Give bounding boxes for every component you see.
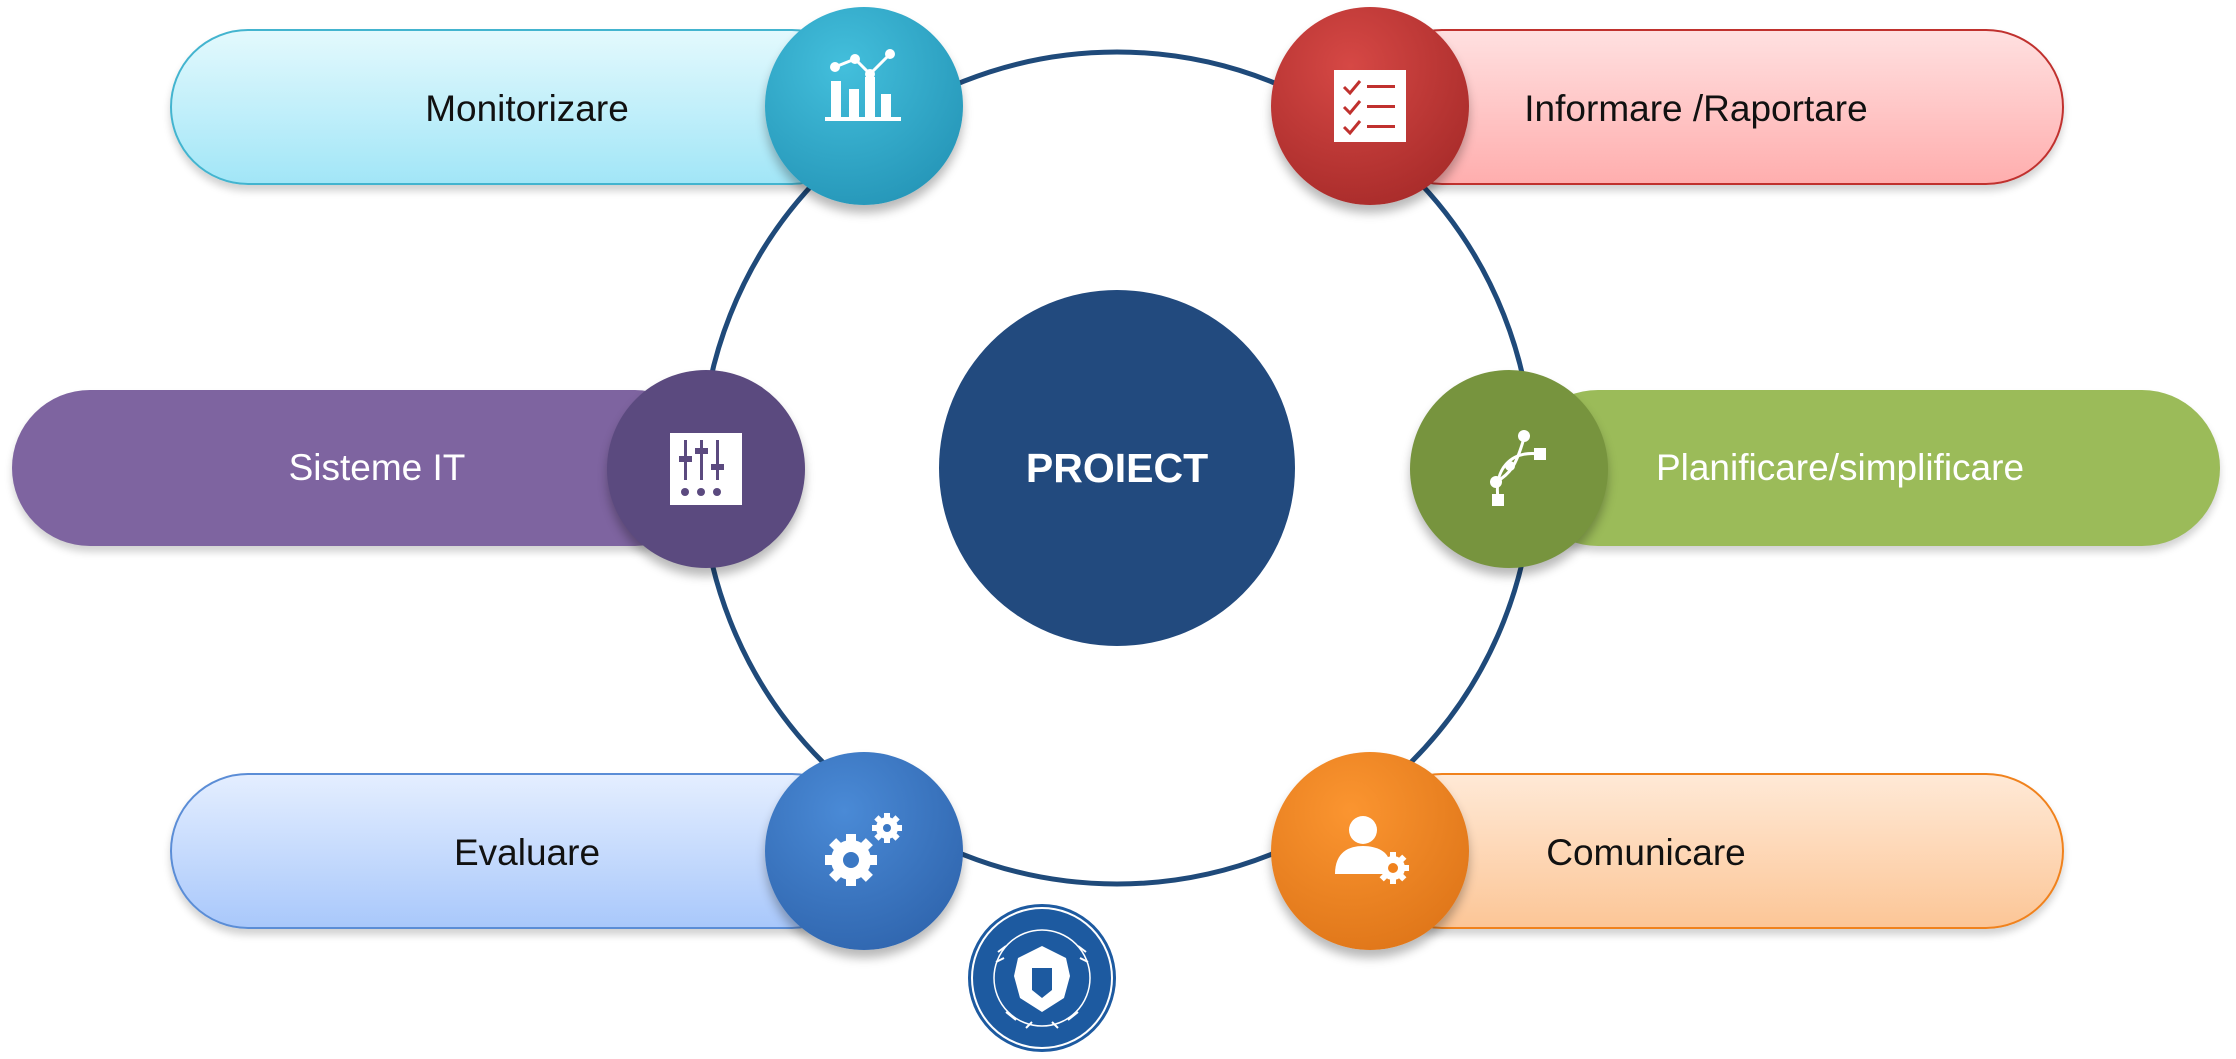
checklist-icon <box>1334 70 1406 142</box>
pill-planificare: Planificare/simplificare <box>1520 390 2220 546</box>
label-evaluare: Evaluare <box>453 832 601 873</box>
badge-monitorizare <box>765 7 963 205</box>
badge-comunicare <box>1271 752 1469 950</box>
label-planificare: Planificare/simplificare <box>1655 447 2025 488</box>
pill-sisteme: Sisteme IT <box>12 390 712 546</box>
chart-icon <box>825 49 901 121</box>
badge-planificare <box>1410 370 1608 568</box>
label-monitorizare: Monitorizare <box>425 88 629 129</box>
pill-informare: Informare /Raportare <box>1364 29 2064 185</box>
badge-evaluare <box>765 752 963 950</box>
gears-icon <box>825 813 902 886</box>
sliders-icon <box>670 433 742 505</box>
label-informare: Informare /Raportare <box>1524 88 1868 129</box>
label-comunicare: Comunicare <box>1546 832 1746 873</box>
user-gear-icon <box>1335 816 1409 884</box>
government-seal <box>966 902 1118 1054</box>
badge-sisteme <box>607 370 805 568</box>
coat-of-arms-icon <box>968 904 1116 1052</box>
label-sisteme: Sisteme IT <box>288 447 466 488</box>
center-node: PROIECT <box>939 290 1295 646</box>
center-label: PROIECT <box>1025 444 1209 491</box>
pill-comunicare: Comunicare <box>1364 773 2064 929</box>
path-icon <box>1490 430 1546 506</box>
pill-monitorizare: Monitorizare <box>170 29 870 185</box>
pill-evaluare: Evaluare <box>170 773 870 929</box>
badge-informare <box>1271 7 1469 205</box>
